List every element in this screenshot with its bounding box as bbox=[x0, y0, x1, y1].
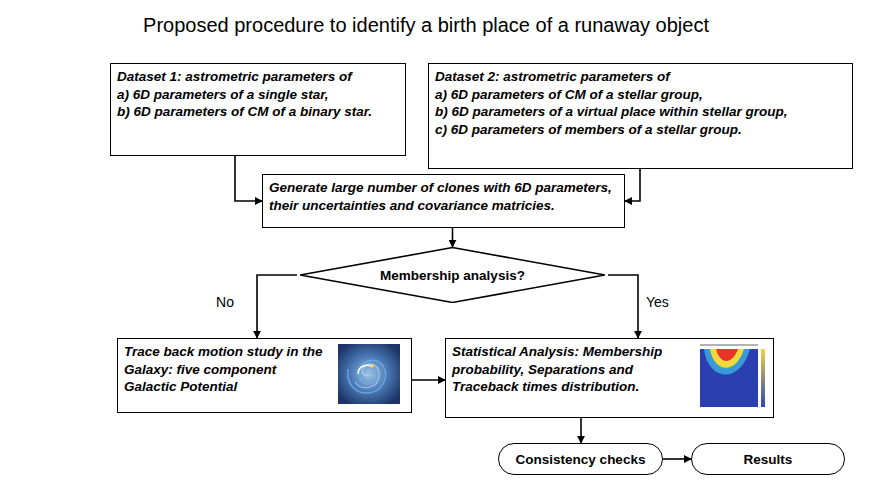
process-box: Generate large number of clones with 6D … bbox=[262, 174, 625, 228]
flow-arrow bbox=[608, 275, 638, 338]
flow-arrow bbox=[625, 169, 640, 201]
input-box: Dataset 1: astrometric parameters ofa) 6… bbox=[110, 63, 406, 156]
heatmap-thumbnail bbox=[694, 341, 770, 413]
box-text: c) 6D parameters of members of a stellar… bbox=[435, 121, 846, 139]
galaxy-thumbnail bbox=[338, 344, 400, 404]
box-text: Consistency checks bbox=[516, 452, 646, 467]
flow-arrow bbox=[663, 458, 691, 460]
box-text: Trace back motion study in the Galaxy: f… bbox=[124, 343, 325, 396]
box-text: Membership analysis? bbox=[380, 268, 525, 283]
flow-arrow bbox=[235, 156, 262, 201]
box-text: Statistical Analysis: Membership probabi… bbox=[452, 343, 687, 396]
edge-label: Yes bbox=[644, 294, 671, 310]
box-text: Results bbox=[744, 452, 793, 467]
box-heading: Dataset 1: astrometric parameters of bbox=[117, 68, 399, 86]
flow-arrow bbox=[257, 275, 297, 338]
flow-arrow bbox=[580, 418, 582, 443]
diagram-title: Proposed procedure to identify a birth p… bbox=[0, 14, 852, 37]
terminal-pill: Consistency checks bbox=[498, 443, 663, 475]
box-heading: Dataset 2: astrometric parameters of bbox=[435, 68, 846, 86]
input-box: Dataset 2: astrometric parameters ofa) 6… bbox=[428, 63, 853, 169]
box-text: Generate large number of clones with 6D … bbox=[269, 179, 618, 214]
flow-arrow bbox=[412, 379, 445, 381]
edge-label: No bbox=[214, 294, 236, 310]
box-text: b) 6D parameters of a virtual place with… bbox=[435, 103, 846, 121]
flow-arrow bbox=[452, 228, 454, 247]
box-text: b) 6D parameters of CM of a binary star. bbox=[117, 103, 399, 121]
decision-diamond: Membership analysis? bbox=[297, 247, 608, 303]
box-text: a) 6D parameters of a single star, bbox=[117, 86, 399, 104]
terminal-pill: Results bbox=[691, 443, 845, 475]
box-text: a) 6D parameters of CM of a stellar grou… bbox=[435, 86, 846, 104]
